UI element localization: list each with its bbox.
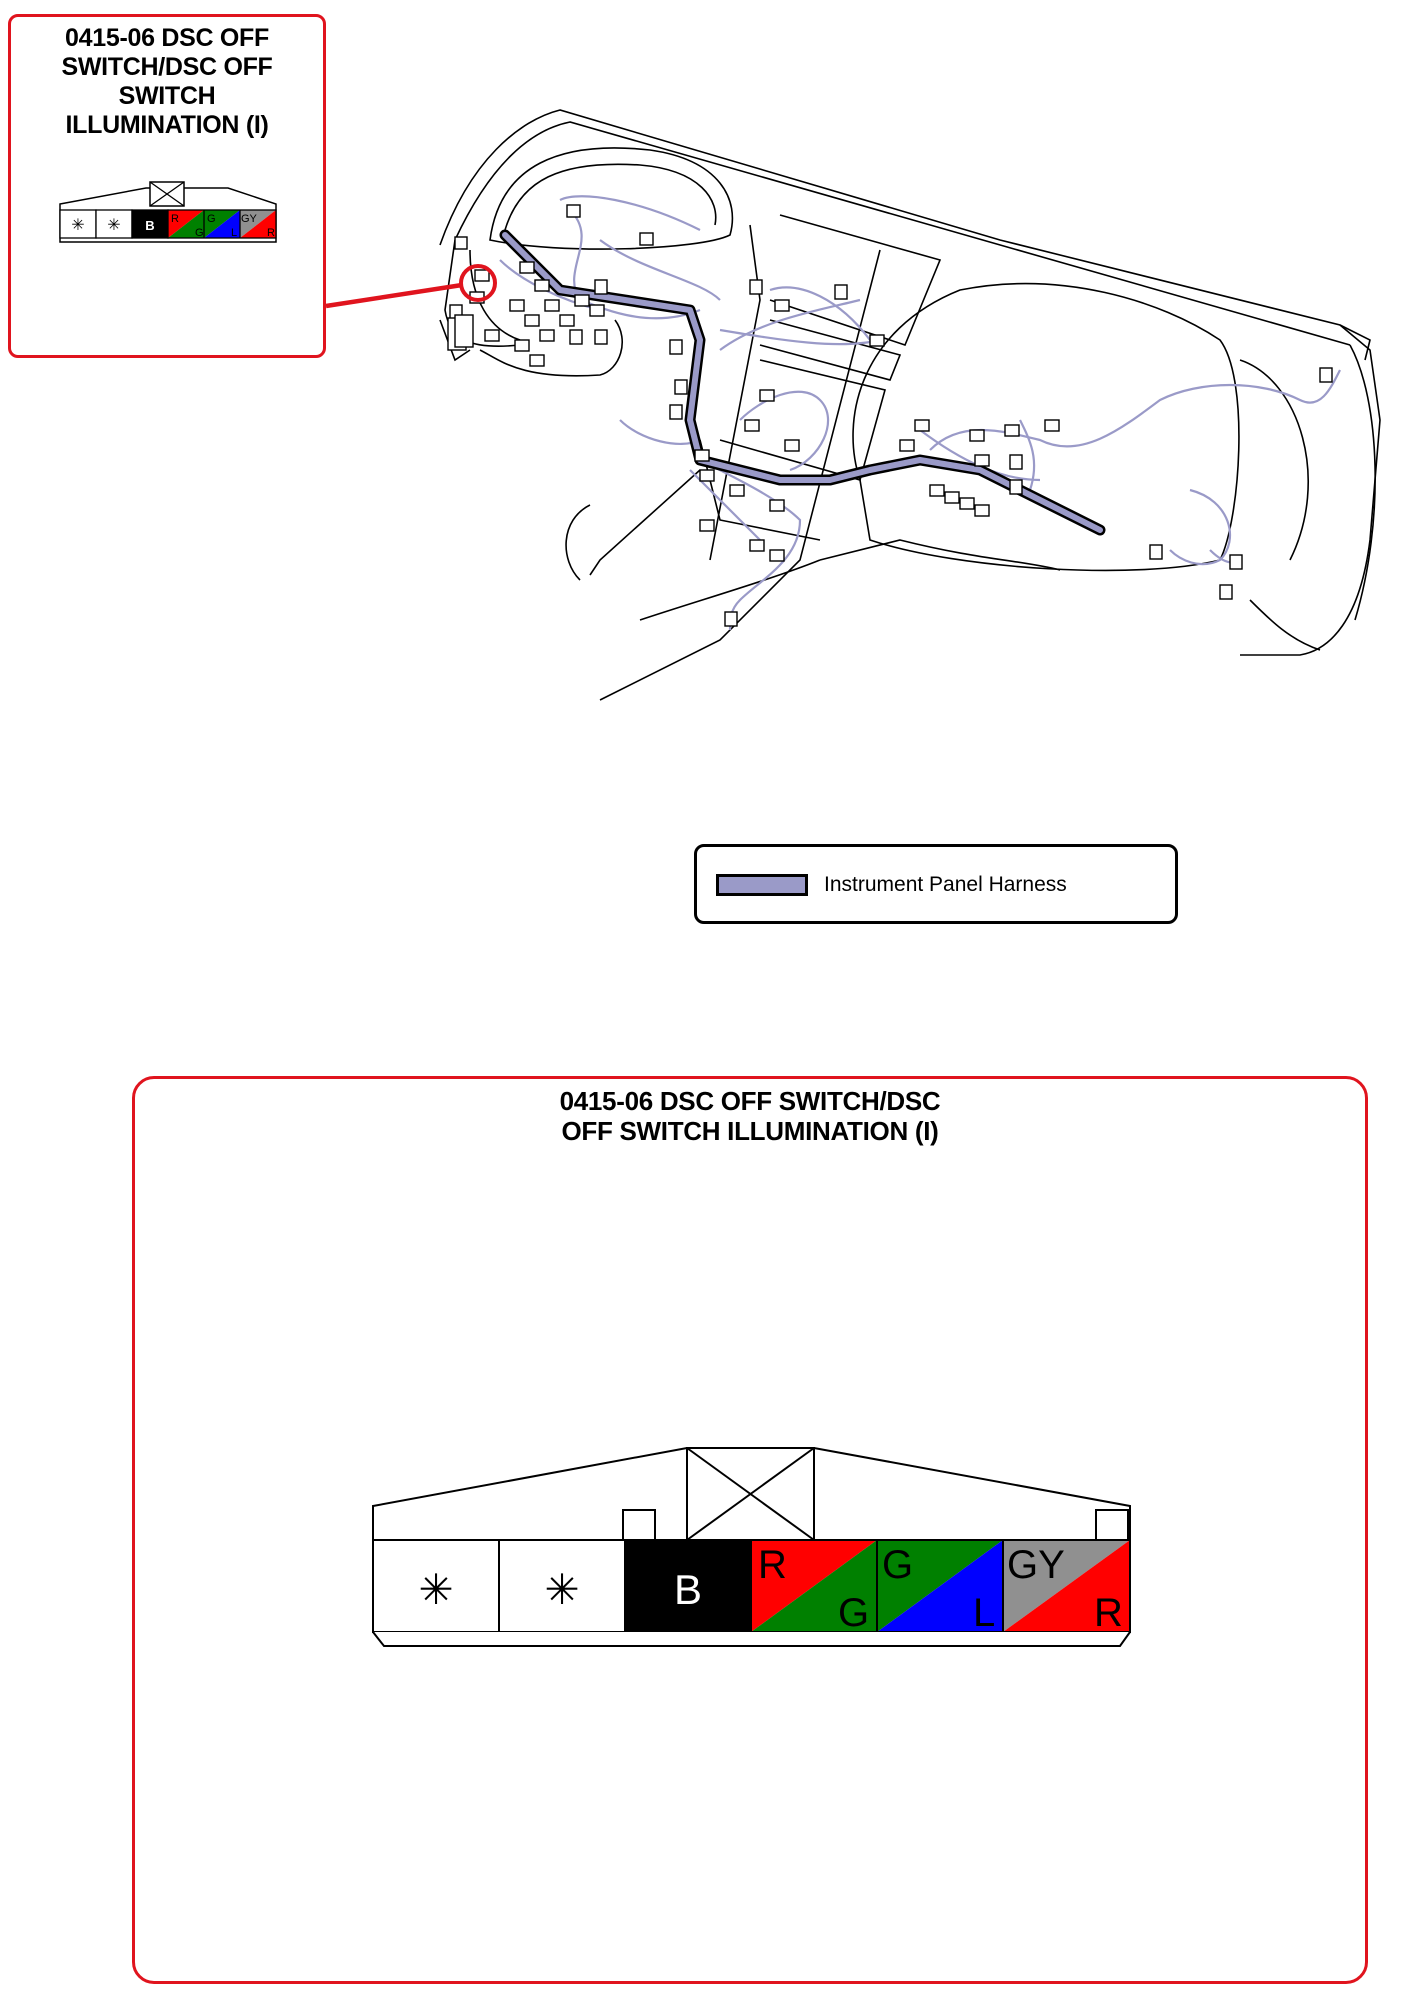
connector-face-diagram: ✳ ✳ B R G G L GY R <box>372 1447 1131 1647</box>
terminal-1 <box>372 1539 500 1633</box>
terminal-1-label: ✳ <box>418 1566 453 1613</box>
terminal-4 <box>751 1540 877 1632</box>
legend-label: Instrument Panel Harness <box>824 873 1067 896</box>
terminal-2 <box>498 1539 626 1633</box>
callout-connector-thumbnail: ✳ ✳ B R G G L GY R <box>59 181 277 243</box>
callout-title: 0415-06 DSC OFF SWITCH/DSC OFF SWITCH IL… <box>8 24 326 140</box>
detail-title-line: 0415-06 DSC OFF SWITCH/DSC <box>559 1086 941 1116</box>
terminal-3-label: B <box>674 1566 702 1613</box>
terminal-2-label: ✳ <box>544 1566 579 1613</box>
dashboard-wiring-illustration <box>325 109 1381 701</box>
terminal-4-bottom-label: G <box>838 1591 869 1635</box>
terminal-6-bottom-label: R <box>1094 1591 1123 1635</box>
callout-title-line: SWITCH <box>118 82 216 110</box>
callout-terminal-label: GY <box>241 213 258 225</box>
terminal-5-top-label: G <box>882 1543 913 1587</box>
legend-harness-swatch <box>716 874 808 896</box>
callout-terminal-label: ✳ <box>71 217 84 234</box>
callout-terminal-label: R <box>267 227 275 239</box>
callout-title-line: ILLUMINATION (I) <box>65 111 269 139</box>
terminal-5 <box>877 1540 1003 1632</box>
terminal-6 <box>1003 1540 1130 1632</box>
callout-terminal-label: G <box>195 227 204 239</box>
callout-terminal-label: G <box>207 213 216 225</box>
callout-terminal-label: R <box>171 213 179 225</box>
callout-terminal-label: L <box>231 227 237 239</box>
terminal-6-top-label: GY <box>1007 1543 1065 1587</box>
terminal-5-bottom-label: L <box>973 1591 995 1635</box>
legend-box <box>694 844 1178 924</box>
callout-terminal-label: ✳ <box>107 217 120 234</box>
callout-title-line: 0415-06 DSC OFF <box>65 24 269 52</box>
terminal-4-top-label: R <box>758 1543 787 1587</box>
callout-terminal-label: B <box>145 218 154 233</box>
detail-title-line: OFF SWITCH ILLUMINATION (I) <box>561 1116 939 1146</box>
detail-title: 0415-06 DSC OFF SWITCH/DSC OFF SWITCH IL… <box>132 1086 1368 1146</box>
callout-title-line: SWITCH/DSC OFF <box>61 53 273 81</box>
detail-box <box>132 1076 1368 1984</box>
